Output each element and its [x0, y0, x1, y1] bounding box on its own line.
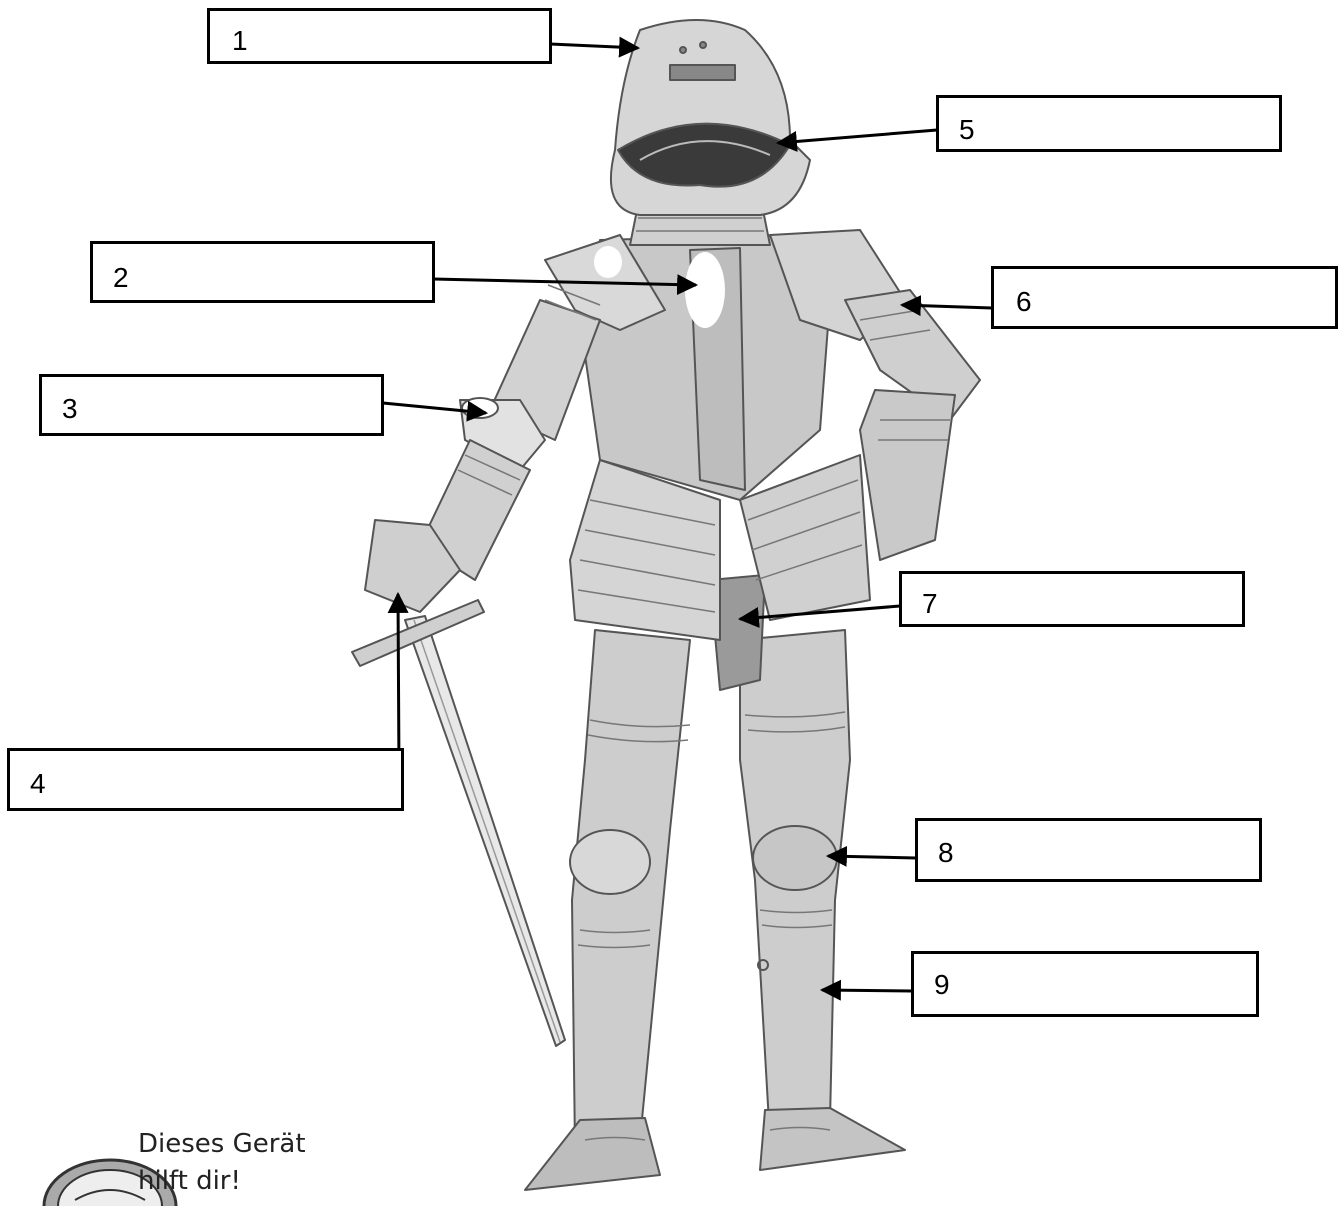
label-number-8: 8 [938, 837, 954, 869]
label-box-3[interactable]: 3 [39, 374, 384, 436]
legs [525, 630, 905, 1190]
label-number-9: 9 [934, 969, 950, 1001]
label-box-1[interactable]: 1 [207, 8, 552, 64]
hint-line-1: Dieses Gerät [138, 1126, 306, 1163]
sword [352, 600, 565, 1046]
label-number-3: 3 [62, 393, 78, 425]
label-box-7[interactable]: 7 [899, 571, 1245, 627]
label-number-7: 7 [922, 588, 938, 620]
label-box-2[interactable]: 2 [90, 241, 435, 303]
label-box-4[interactable]: 4 [7, 748, 404, 811]
label-box-6[interactable]: 6 [991, 266, 1338, 329]
knight-icon [352, 20, 980, 1190]
hint-text: Dieses Gerät hilft dir! [138, 1126, 306, 1200]
helmet [611, 20, 810, 215]
label-number-1: 1 [232, 25, 248, 57]
label-box-8[interactable]: 8 [915, 818, 1262, 882]
label-number-4: 4 [30, 768, 46, 800]
label-number-2: 2 [113, 262, 129, 294]
label-number-6: 6 [1016, 286, 1032, 318]
label-box-9[interactable]: 9 [911, 951, 1259, 1017]
hint-line-2: hilft dir! [138, 1163, 306, 1200]
label-box-5[interactable]: 5 [936, 95, 1282, 152]
label-number-5: 5 [959, 114, 975, 146]
